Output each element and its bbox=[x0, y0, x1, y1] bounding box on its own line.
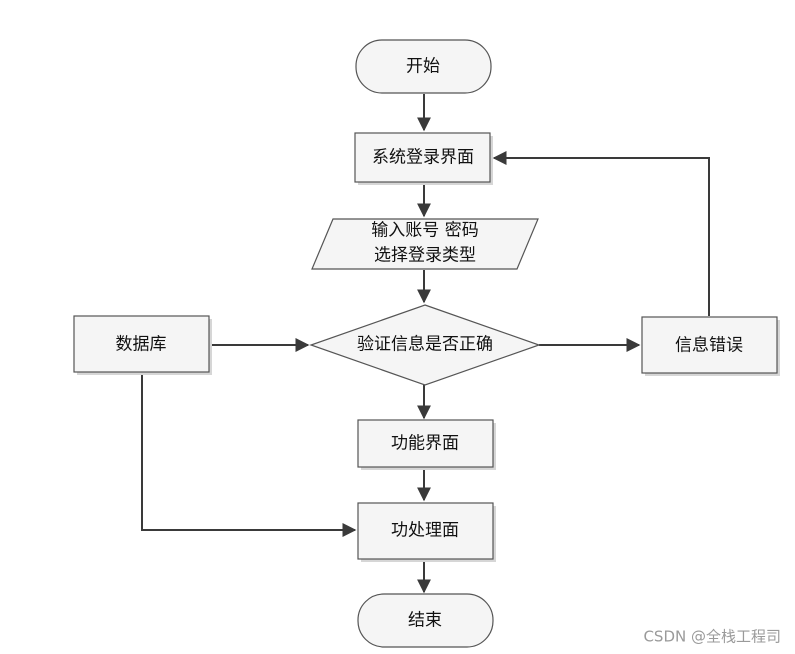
login-screen-node: 系统登录界面 bbox=[354, 132, 493, 185]
database-label: 数据库 bbox=[116, 335, 167, 355]
start-node: 开始 bbox=[355, 39, 492, 94]
edge-error-to-login bbox=[492, 151, 710, 316]
login-screen-label: 系统登录界面 bbox=[372, 148, 474, 168]
edge-database-to-process bbox=[141, 373, 357, 537]
database-node: 数据库 bbox=[73, 315, 212, 375]
function-screen-label: 功能界面 bbox=[391, 434, 459, 454]
end-label: 结束 bbox=[408, 611, 442, 631]
input-label-line1: 输入账号 密码 bbox=[371, 221, 478, 241]
process-screen-node: 功处理面 bbox=[357, 502, 496, 562]
start-label: 开始 bbox=[406, 57, 440, 77]
info-error-label: 信息错误 bbox=[675, 336, 743, 356]
process-screen-label: 功处理面 bbox=[391, 521, 459, 541]
input-label-line2: 选择登录类型 bbox=[374, 246, 476, 266]
edges bbox=[141, 94, 710, 594]
end-node: 结束 bbox=[357, 593, 494, 648]
watermark-text: CSDN @全栈工程司 bbox=[643, 628, 781, 646]
function-screen-node: 功能界面 bbox=[357, 419, 496, 470]
verify-label: 验证信息是否正确 bbox=[357, 335, 493, 355]
input-node: 输入账号 密码 选择登录类型 bbox=[311, 218, 539, 270]
verify-decision-node: 验证信息是否正确 bbox=[309, 304, 541, 386]
info-error-node: 信息错误 bbox=[641, 316, 780, 376]
